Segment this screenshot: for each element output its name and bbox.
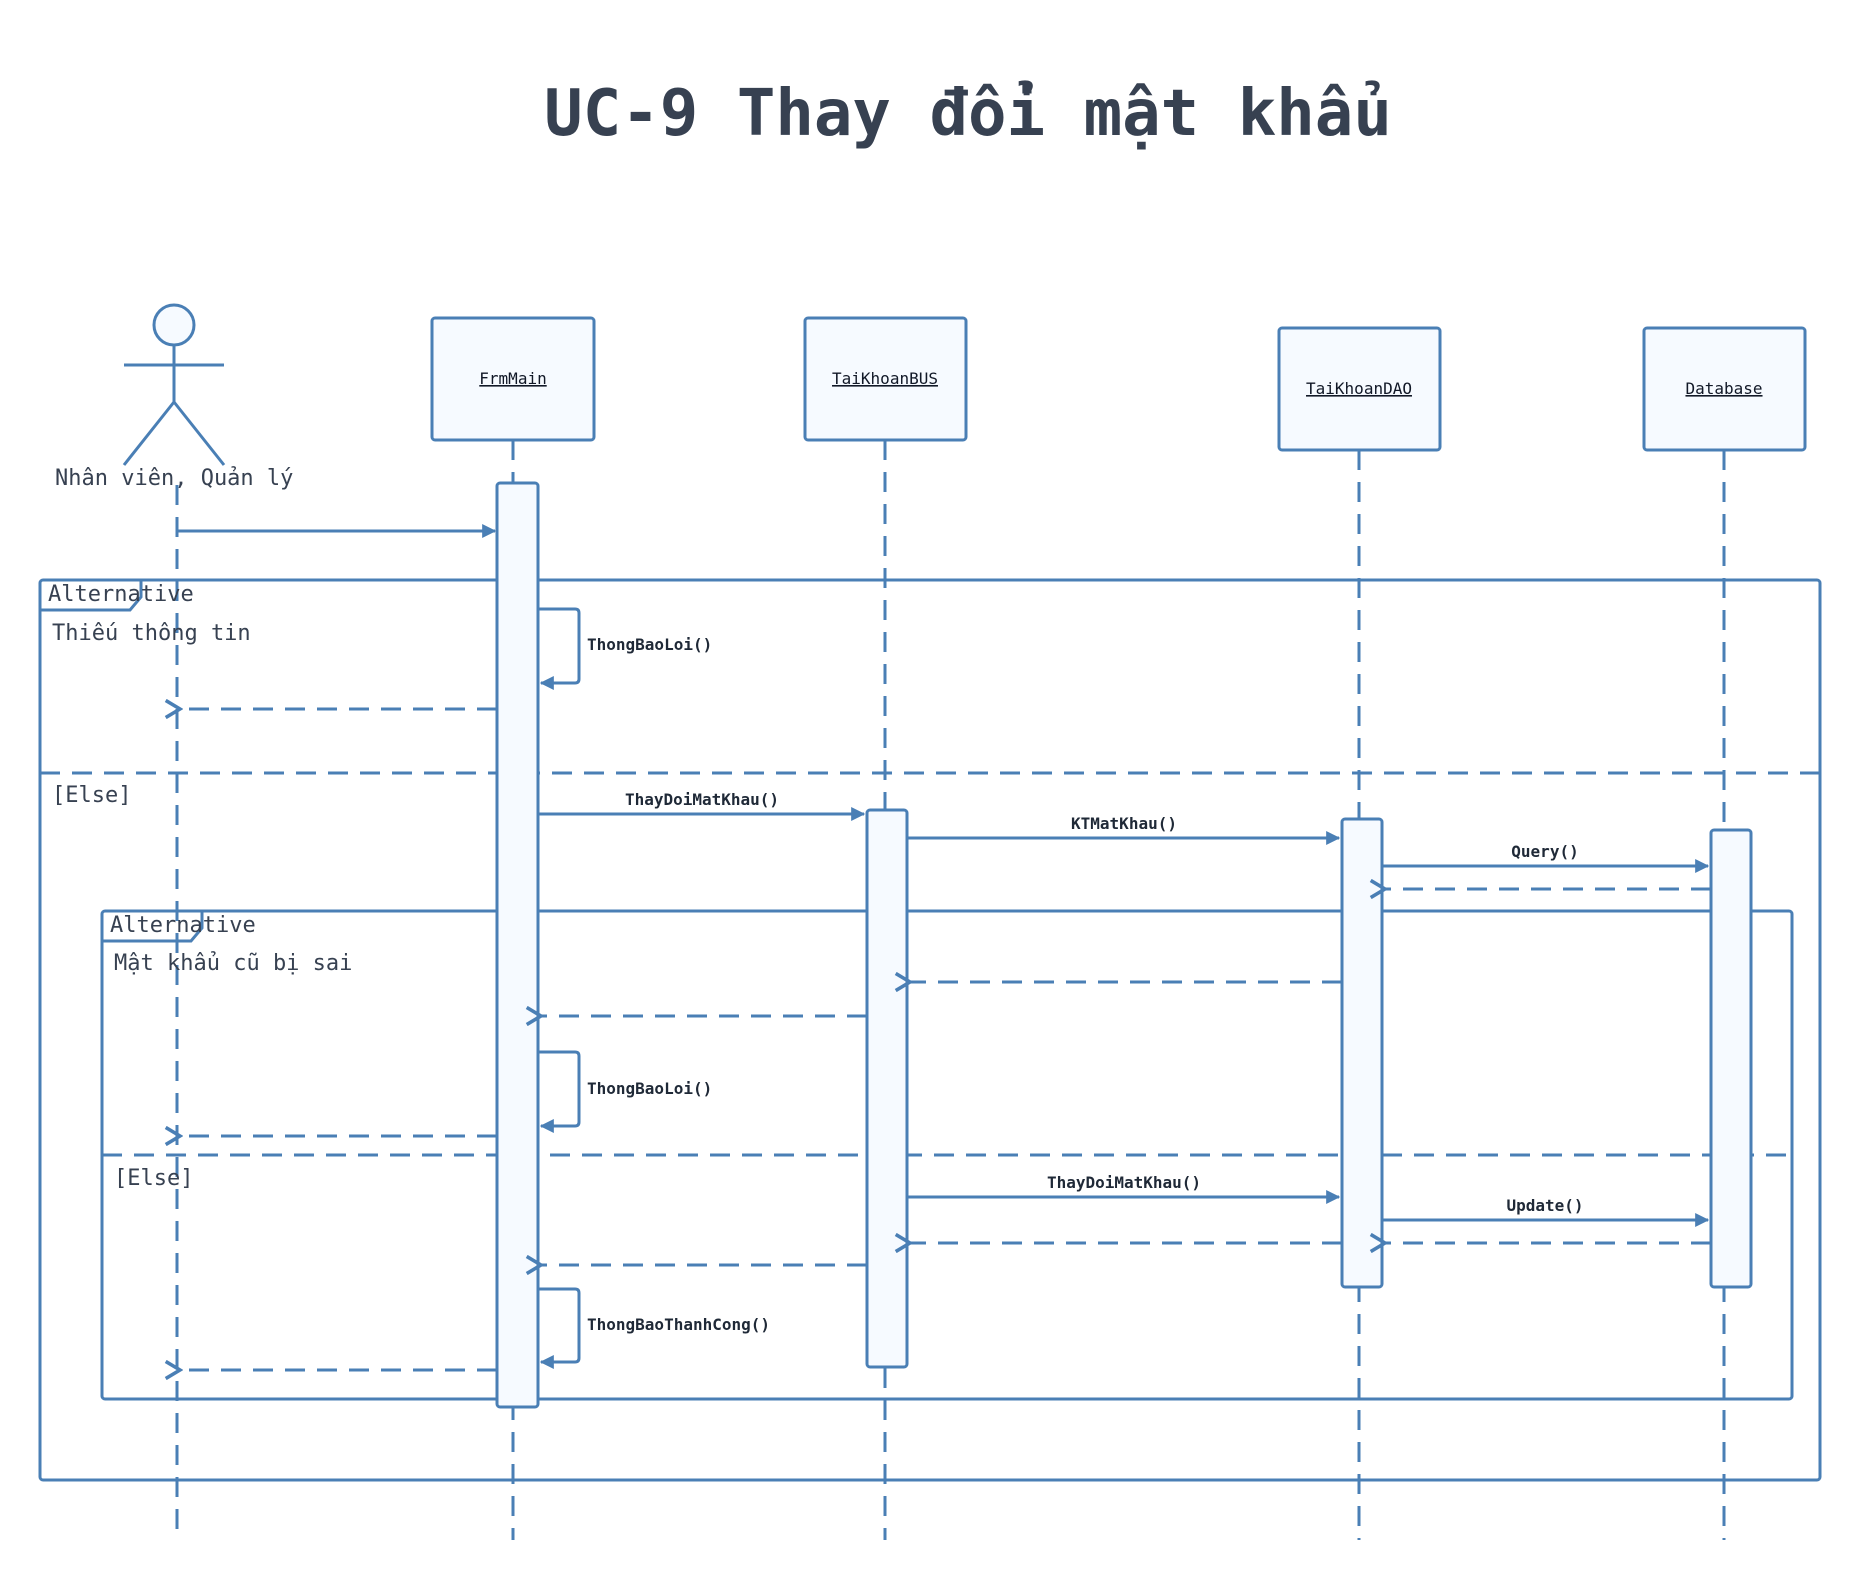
participant-taikhoandao bbox=[1277, 326, 1442, 452]
frame-outer-tab bbox=[40, 580, 143, 612]
frame-inner-guard-2: [Else] bbox=[114, 1166, 193, 1191]
msg-thaydoimatkhau-1-label: ThayDoiMatKhau() bbox=[625, 790, 779, 809]
msg-thongbaoloi-1-label: ThongBaoLoi() bbox=[587, 635, 712, 654]
actor-leg-left bbox=[122, 401, 176, 466]
msg-thongbaoloi-1-self bbox=[538, 607, 581, 690]
msg-thongbaoloi-2-self bbox=[538, 1050, 581, 1133]
activation-taikhoandao bbox=[1340, 817, 1384, 1289]
msg-query-label: Query() bbox=[1511, 842, 1578, 861]
participant-taikhoanbus bbox=[803, 316, 968, 442]
frame-outer bbox=[38, 578, 1822, 1482]
frame-inner-guard-1: Mật khẩu cũ bị sai bbox=[114, 951, 352, 976]
msg-thaydoimatkhau-2-label: ThayDoiMatKhau() bbox=[1047, 1173, 1201, 1192]
activation-frmmain bbox=[495, 481, 540, 1409]
participant-database-label: Database bbox=[1685, 379, 1762, 398]
actor-figure bbox=[122, 303, 226, 466]
actor-leg-right bbox=[172, 401, 226, 466]
activation-taikhoanbus bbox=[865, 808, 909, 1369]
participant-taikhoanbus-label: TaiKhoanBUS bbox=[832, 369, 938, 388]
participant-frmmain bbox=[430, 316, 596, 442]
msg-ktmatkhau-label: KTMatKhau() bbox=[1071, 814, 1177, 833]
frame-inner-kind: Alternative bbox=[110, 913, 256, 938]
frame-outer-guard-2: [Else] bbox=[52, 783, 131, 808]
diagram-title: UC-9 Thay đổi mật khẩu bbox=[544, 77, 1392, 151]
msg-thongbaothanhcong-self bbox=[538, 1287, 581, 1369]
actor-label: Nhân viên, Quản lý bbox=[55, 466, 293, 491]
activation-database bbox=[1709, 828, 1753, 1289]
frame-outer-guard-1: Thiếu thông tin bbox=[52, 621, 251, 646]
msg-update-label: Update() bbox=[1506, 1196, 1583, 1215]
frame-inner-tab bbox=[102, 911, 204, 943]
participant-taikhoandao-label: TaiKhoanDAO bbox=[1306, 379, 1412, 398]
msg-thongbaothanhcong-label: ThongBaoThanhCong() bbox=[587, 1315, 770, 1334]
participant-frmmain-label: FrmMain bbox=[479, 369, 546, 388]
msg-thongbaoloi-2-label: ThongBaoLoi() bbox=[587, 1079, 712, 1098]
frame-outer-kind: Alternative bbox=[48, 582, 194, 607]
participant-database bbox=[1642, 326, 1807, 452]
actor-head bbox=[152, 303, 196, 347]
